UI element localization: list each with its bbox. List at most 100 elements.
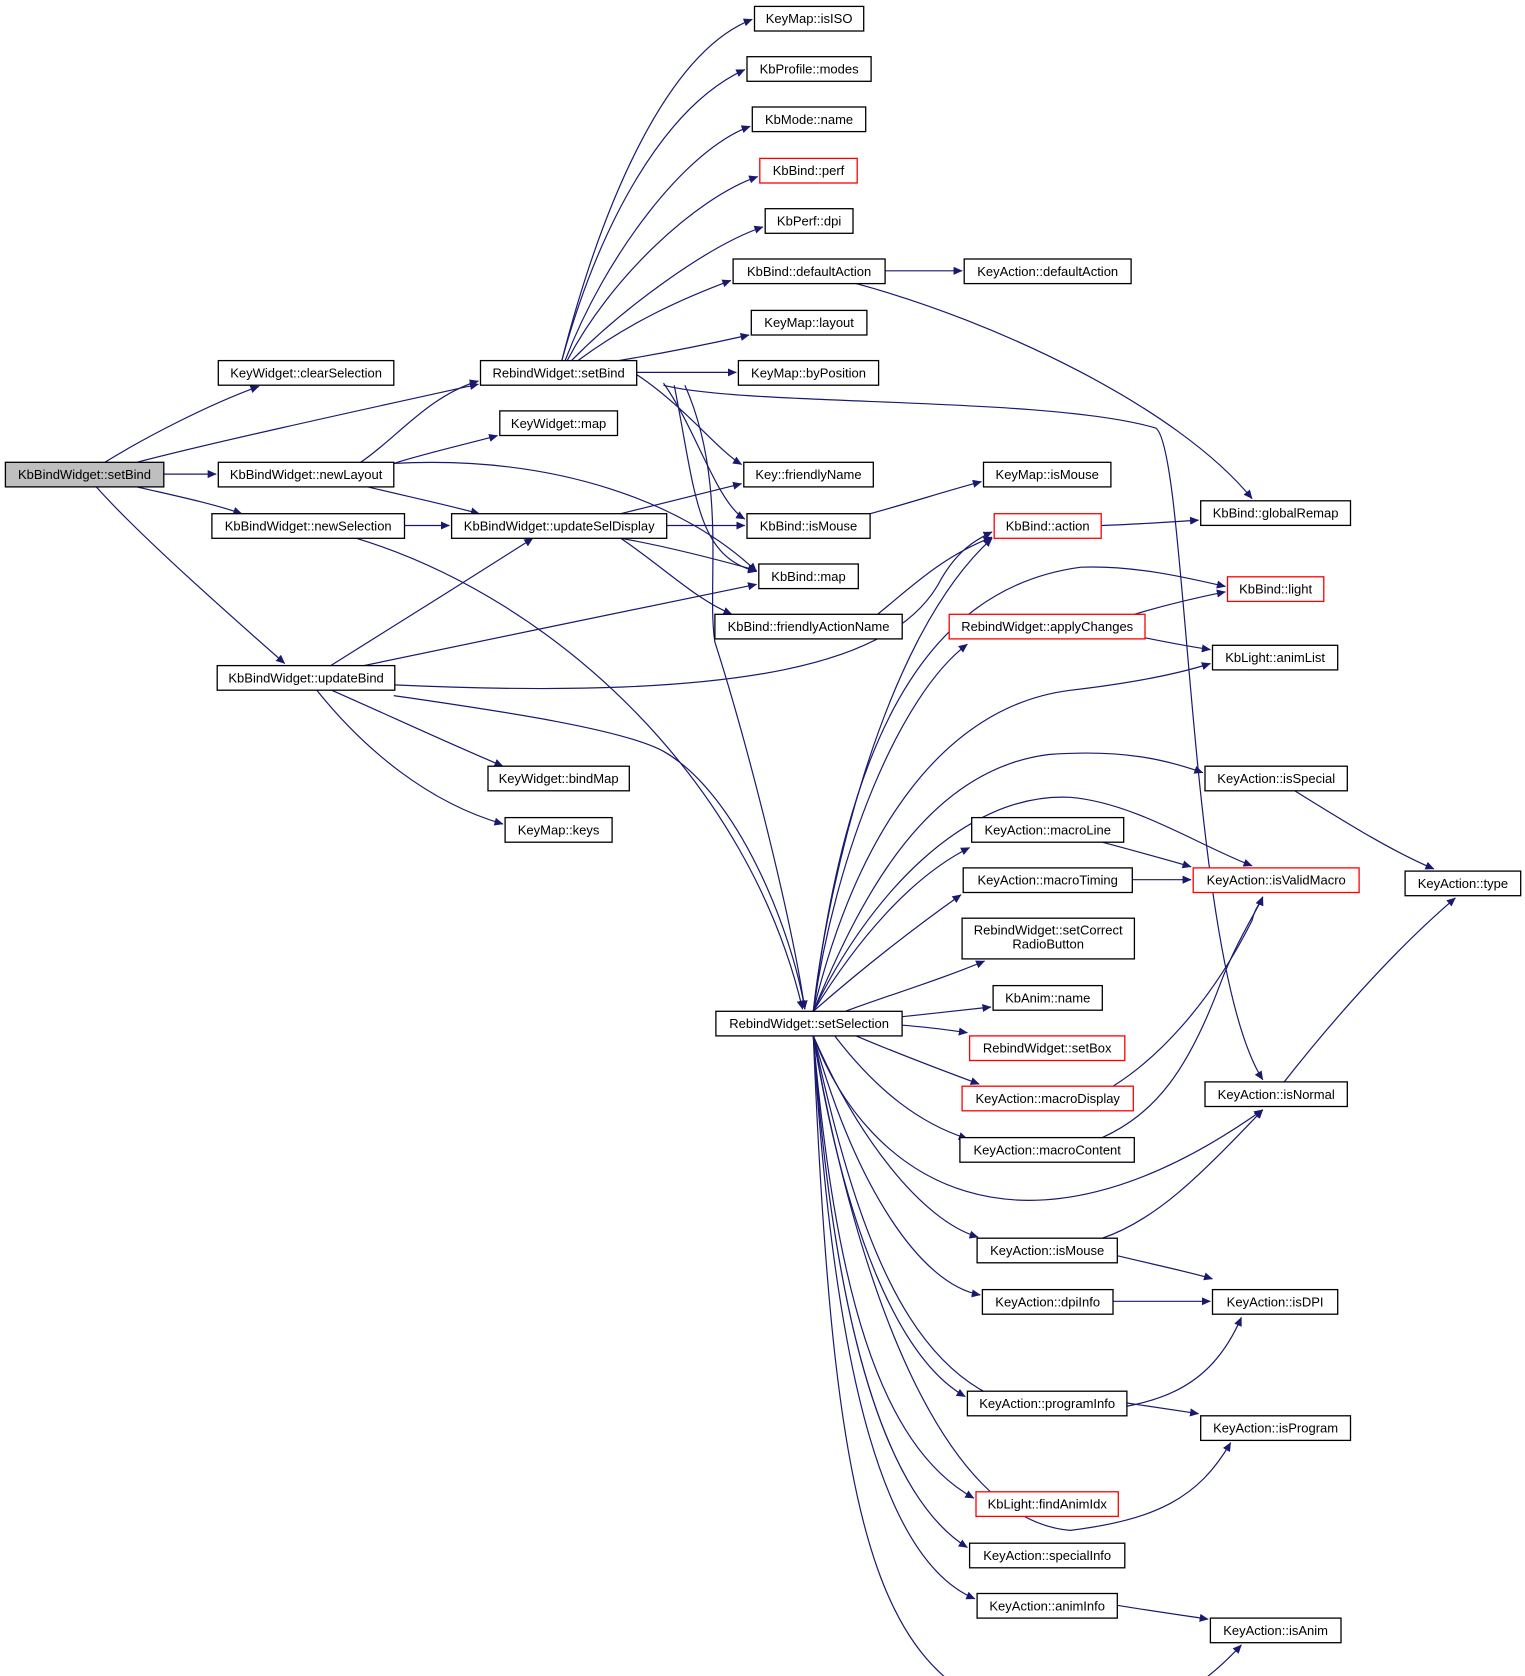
node-keyaction_programinfo[interactable]: KeyAction::programInfo — [966, 1390, 1128, 1417]
node-keyaction_isanim[interactable]: KeyAction::isAnim — [1209, 1617, 1342, 1644]
edge-rebindwidget_setselection-to-keyaction_animinfo — [812, 1035, 976, 1600]
edge-kbbindwidget_newlayout-to-rebindwidget_setbind — [360, 379, 479, 463]
node-kbbind_friendlyactionname[interactable]: KbBind::friendlyActionName — [714, 613, 903, 640]
node-kbbindwidget_newselection[interactable]: KbBindWidget::newSelection — [211, 513, 406, 539]
node-keymap_keys[interactable]: KeyMap::keys — [504, 816, 613, 843]
node-rebindwidget_setselection[interactable]: RebindWidget::setSelection — [715, 1010, 903, 1037]
node-keyaction_isvalidmacro[interactable]: KeyAction::isValidMacro — [1192, 867, 1360, 894]
node-label: KeyAction::isSpecial — [1217, 771, 1335, 786]
edge-rebindwidget_setselection-to-keyaction_macrocontent — [834, 1035, 968, 1140]
node-kbperf_dpi[interactable]: KbPerf::dpi — [764, 208, 854, 234]
node-box — [976, 1237, 1118, 1264]
node-kbmode_name[interactable]: KbMode::name — [751, 106, 867, 133]
node-keyaction_type[interactable]: KeyAction::type — [1404, 870, 1522, 897]
node-keyaction_isnormal[interactable]: KeyAction::isNormal — [1204, 1081, 1348, 1108]
node-box — [1211, 1288, 1339, 1315]
node-keyaction_macrocontent[interactable]: KeyAction::macroContent — [959, 1136, 1135, 1163]
node-keyaction_macrotiming[interactable]: KeyAction::macroTiming — [962, 867, 1133, 894]
node-box — [753, 5, 865, 32]
node-keyaction_isdpi[interactable]: KeyAction::isDPI — [1211, 1288, 1339, 1315]
edge-kbbindwidget_updateseldisplay-to-kbbind_map — [620, 537, 758, 573]
node-box — [1200, 1415, 1352, 1442]
node-label: KbBind::globalRemap — [1213, 506, 1339, 521]
node-key_friendlyname[interactable]: Key::friendlyName — [743, 461, 874, 488]
node-keyaction_defaultaction[interactable]: KeyAction::defaultAction — [963, 258, 1132, 285]
node-box — [764, 208, 854, 234]
node-keyaction_macroline[interactable]: KeyAction::macroLine — [971, 816, 1125, 843]
node-keymap_byposition[interactable]: KeyMap::byPosition — [737, 359, 880, 386]
node-label: KeyAction::macroDisplay — [975, 1091, 1120, 1106]
edge-rebindwidget_setselection-to-keyaction_macroline — [812, 847, 971, 1012]
node-box — [479, 359, 638, 386]
node-label: KeyMap::isMouse — [996, 467, 1099, 482]
node-keywidget_map[interactable]: KeyWidget::map — [499, 410, 619, 437]
node-keyaction_animinfo[interactable]: KeyAction::animInfo — [976, 1592, 1118, 1619]
node-label: KeyWidget::map — [511, 416, 606, 431]
node-keymap_ismouse[interactable]: KeyMap::isMouse — [982, 461, 1112, 488]
node-rebindwidget_setbind[interactable]: RebindWidget::setBind — [479, 359, 638, 386]
edge-rebindwidget_setbind-to-kbbind_map — [673, 385, 758, 574]
node-keyaction_specialinfo[interactable]: KeyAction::specialInfo — [968, 1542, 1126, 1569]
node-box — [1211, 644, 1339, 671]
node-box — [981, 1288, 1114, 1315]
node-kbbind_light[interactable]: KbBind::light — [1226, 576, 1325, 603]
node-rebindwidget_setbox[interactable]: RebindWidget::setBox — [968, 1035, 1126, 1062]
node-box — [959, 1136, 1135, 1163]
edge-kbbindwidget_updateseldisplay-to-key_friendlyname — [620, 481, 743, 515]
edge-rebindwidget_setbind-to-kbbind_defaultaction — [577, 279, 732, 362]
node-kbbind_action[interactable]: KbBind::action — [993, 513, 1102, 539]
node-kbbindwidget_newlayout[interactable]: KbBindWidget::newLayout — [217, 461, 395, 488]
edge-kbbindwidget_setbind-to-kbbindwidget_updatebind — [95, 486, 286, 664]
node-keyaction_ismouse[interactable]: KeyAction::isMouse — [976, 1237, 1118, 1264]
edge-rebindwidget_setselection-to-keyaction_specialinfo — [812, 1035, 968, 1549]
node-label: KeyMap::layout — [764, 315, 854, 330]
node-kbbind_ismouse[interactable]: KbBind::isMouse — [746, 513, 871, 539]
node-kblight_findanimidx[interactable]: KbLight::findAnimIdx — [975, 1491, 1119, 1518]
node-label: KeyAction::isValidMacro — [1207, 873, 1346, 888]
node-layer: KbBindWidget::setBind KeyWidget::clearSel… — [4, 5, 1522, 1644]
node-kbbind_map[interactable]: KbBind::map — [758, 563, 859, 590]
edge-kbbindwidget_updatebind-to-keymap_keys — [316, 689, 504, 826]
node-box — [1200, 500, 1352, 527]
node-keyaction_isspecial[interactable]: KeyAction::isSpecial — [1204, 765, 1348, 792]
node-keymap_layout[interactable]: KeyMap::layout — [750, 309, 868, 336]
edge-rebindwidget_setselection-to-keyaction_ismouse — [812, 1035, 979, 1239]
node-box — [217, 461, 395, 488]
node-rebindwidget_applychanges[interactable]: RebindWidget::applyChanges — [948, 613, 1146, 640]
edge-rebindwidget_setselection-to-keyaction_dpiinfo — [812, 1035, 981, 1298]
node-keywidget_clearselection[interactable]: KeyWidget::clearSelection — [217, 359, 395, 386]
node-kbbind_perf[interactable]: KbBind::perf — [759, 157, 858, 184]
node-box — [975, 1491, 1119, 1518]
node-kbbindwidget_setbind[interactable]: KbBindWidget::setBind — [4, 461, 165, 488]
edge-rebindwidget_setselection-to-kblight_findanimidx — [812, 1035, 975, 1499]
node-box — [1204, 765, 1348, 792]
node-label: KbBindWidget::setBind — [18, 467, 151, 482]
edge-rebindwidget_setbind-to-keymap_isiso — [561, 18, 753, 361]
node-label: RebindWidget::setSelection — [729, 1016, 889, 1031]
node-kbbindwidget_updateseldisplay[interactable]: KbBindWidget::updateSelDisplay — [450, 513, 668, 539]
node-keymap_isiso[interactable]: KeyMap::isISO — [753, 5, 865, 32]
node-kbprofile_modes[interactable]: KbProfile::modes — [746, 56, 872, 82]
node-kblight_animlist[interactable]: KbLight::animList — [1211, 644, 1339, 671]
node-label: KbBind::light — [1239, 582, 1312, 597]
node-label: KeyAction::isMouse — [990, 1243, 1104, 1258]
node-label: KeyMap::isISO — [766, 11, 853, 26]
edge-rebindwidget_setselection-to-kbbind_light — [812, 566, 1226, 1012]
node-keyaction_isprogram[interactable]: KeyAction::isProgram — [1200, 1415, 1352, 1442]
node-kbbind_defaultaction[interactable]: KbBind::defaultAction — [732, 258, 886, 285]
node-keywidget_bindmap[interactable]: KeyWidget::bindMap — [487, 765, 630, 792]
node-box — [1209, 1617, 1342, 1644]
node-box — [743, 461, 874, 488]
node-box — [759, 157, 858, 184]
node-keyaction_macrodisplay[interactable]: KeyAction::macroDisplay — [961, 1085, 1134, 1112]
node-box — [961, 1085, 1134, 1112]
edge-rebindwidget_applychanges-to-kbbind_light — [1134, 589, 1226, 615]
edge-rebindwidget_setselection-to-keyaction_macrodisplay — [855, 1035, 980, 1085]
edge-rebindwidget_setbind-to-keymap_layout — [618, 332, 750, 362]
node-keyaction_dpiinfo[interactable]: KeyAction::dpiInfo — [981, 1288, 1114, 1315]
node-box — [715, 1010, 903, 1037]
node-kbbind_globalremap[interactable]: KbBind::globalRemap — [1200, 500, 1352, 527]
node-kbbindwidget_updatebind[interactable]: KbBindWidget::updateBind — [216, 664, 396, 691]
node-kbanim_name[interactable]: KbAnim::name — [992, 984, 1103, 1011]
